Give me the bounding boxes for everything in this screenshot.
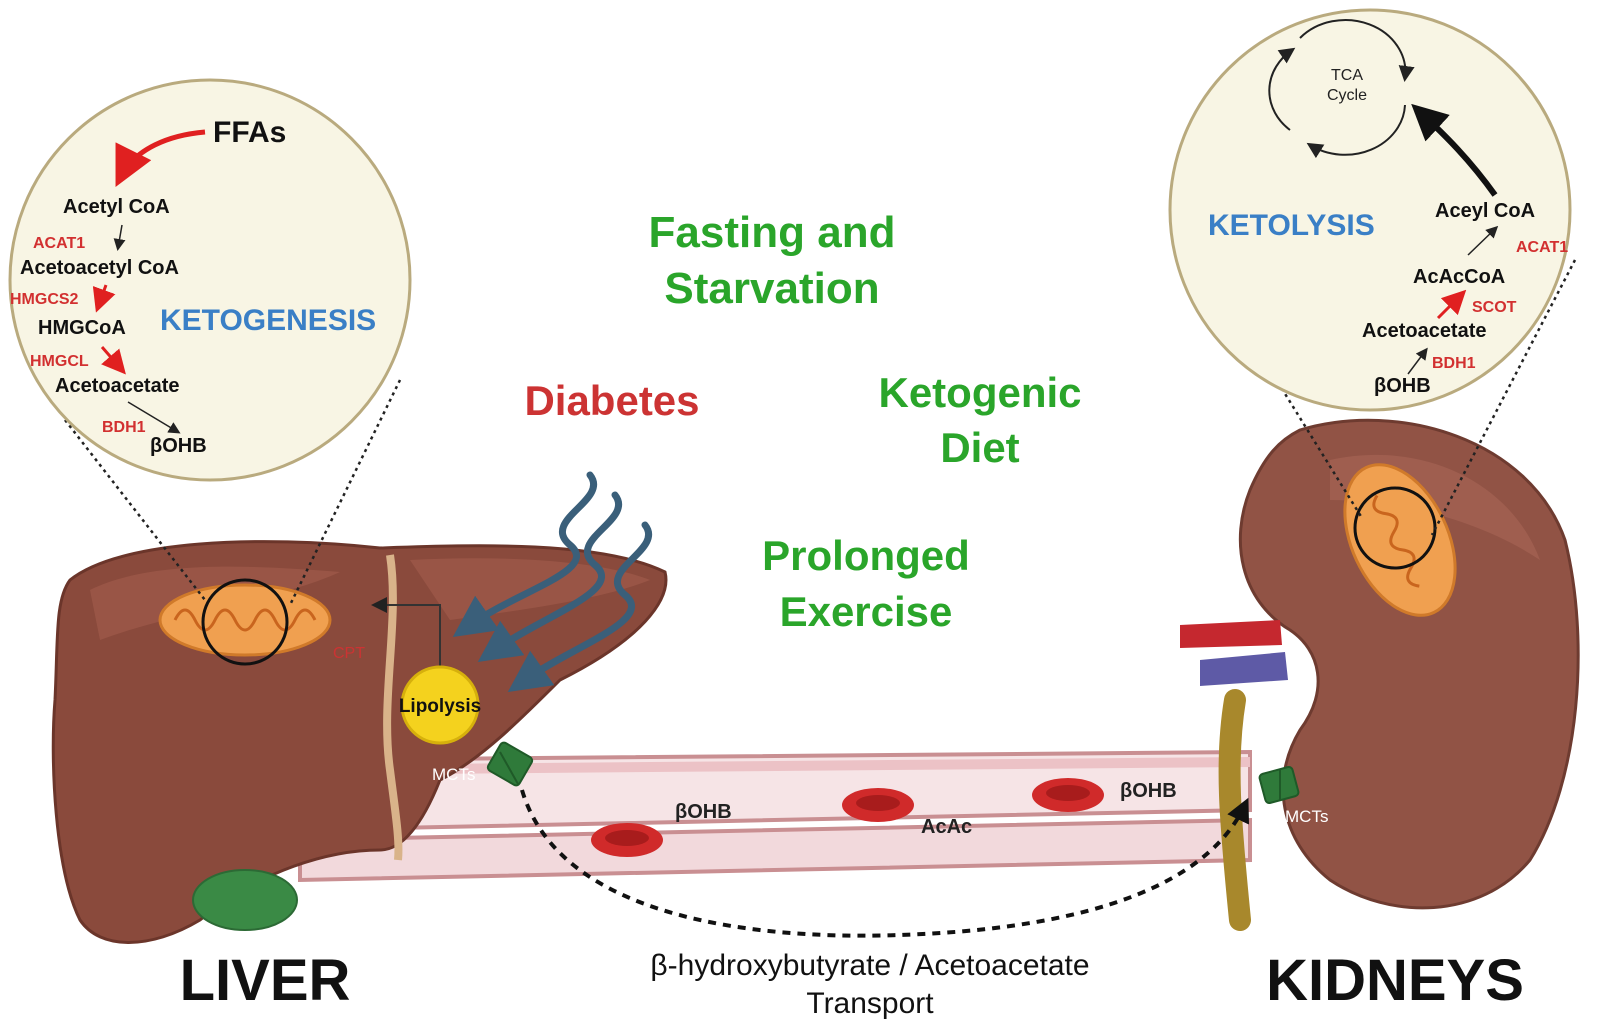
acetoacetate-label: Acetoacetate	[55, 375, 180, 397]
liver-mct-transporter	[486, 741, 534, 787]
ffa-arrow	[115, 129, 206, 187]
bohb-k-label: βOHB	[1374, 375, 1431, 397]
transport-caption-2: Transport	[806, 987, 934, 1020]
lipolysis-droplet	[400, 665, 480, 745]
acetoacetate-k-label: Acetoacetate	[1362, 320, 1487, 342]
aceyl-coa-label: Aceyl CoA	[1435, 200, 1535, 222]
ffas-label: FFAs	[213, 116, 286, 149]
kidneys-label: KIDNEYS	[1266, 948, 1524, 1013]
acetoacetyl-coa-label: Acetoacetyl CoA	[20, 257, 179, 279]
keto-diet-line-1: Ketogenic	[878, 369, 1081, 416]
hmgcl-enzyme: HMGCL	[30, 353, 89, 370]
fasting-line-1: Fasting and	[649, 208, 896, 257]
ketolysis-title: KETOLYSIS	[1208, 209, 1375, 242]
bohb-label: βOHB	[150, 435, 207, 457]
diabetes-label: Diabetes	[524, 377, 699, 424]
bdh1-enzyme: BDH1	[102, 419, 146, 436]
transport-arrow	[520, 789, 1249, 938]
exercise-line-2: Exercise	[780, 588, 953, 635]
exercise-line-1: Prolonged	[762, 532, 970, 579]
fasting-line-2: Starvation	[664, 264, 879, 313]
keto-diet-line-2: Diet	[940, 424, 1019, 471]
tca-label-1: TCA	[1331, 67, 1363, 84]
scot-enzyme: SCOT	[1472, 299, 1517, 316]
scot-arrow	[1436, 289, 1467, 320]
acat1-k-enzyme: ACAT1	[1516, 239, 1568, 256]
kidney-mitochondrion	[1343, 463, 1457, 617]
blood-acac: AcAc	[921, 816, 972, 838]
liver-zoom-line-left	[64, 419, 206, 601]
tca-cycle	[1268, 18, 1415, 159]
transport-caption-1: β-hydroxybutyrate / Acetoacetate	[650, 949, 1089, 982]
blood-bohb-2: βOHB	[1120, 780, 1177, 802]
acat1-arrow	[113, 224, 126, 251]
bdh1-k-arrow	[1407, 347, 1428, 375]
lipolysis-label: Lipolysis	[399, 696, 481, 717]
ketolysis-inset	[1168, 8, 1572, 412]
kidney-mct-transporter	[1258, 766, 1300, 804]
fatty-acid-arrows	[452, 471, 652, 693]
kidney-mcts-label: MCTs	[1285, 807, 1328, 826]
liver-label: LIVER	[180, 948, 351, 1013]
ketogenesis-title: KETOGENESIS	[160, 304, 376, 337]
blood-bohb-1: βOHB	[675, 801, 732, 823]
bdh1-k-enzyme: BDH1	[1432, 355, 1476, 372]
cpt-arrow	[371, 597, 441, 675]
acat1-enzyme: ACAT1	[33, 235, 85, 252]
hmgcs2-arrow	[92, 284, 116, 313]
acaccoa-label: AcAcCoA	[1413, 266, 1505, 288]
bdh1-arrow	[127, 401, 181, 434]
liver-mcts-label: MCTs	[432, 765, 475, 784]
cpt-label: CPT	[333, 645, 365, 662]
hmgcs2-enzyme: HMGCS2	[10, 291, 79, 308]
ketogenesis-inset	[8, 78, 412, 482]
tca-label-2: Cycle	[1327, 87, 1367, 104]
to-tca-arrow	[1411, 103, 1498, 197]
acat1-k-arrow	[1467, 225, 1499, 256]
red-blood-cells	[591, 778, 1104, 857]
hmgcl-arrow	[100, 346, 126, 375]
liver-mitochondrion	[158, 578, 332, 666]
acetyl-coa-label: Acetyl CoA	[63, 196, 170, 218]
kidney-zoom-line-right	[1430, 259, 1577, 536]
hmgcoa-label: HMGCoA	[38, 317, 126, 339]
